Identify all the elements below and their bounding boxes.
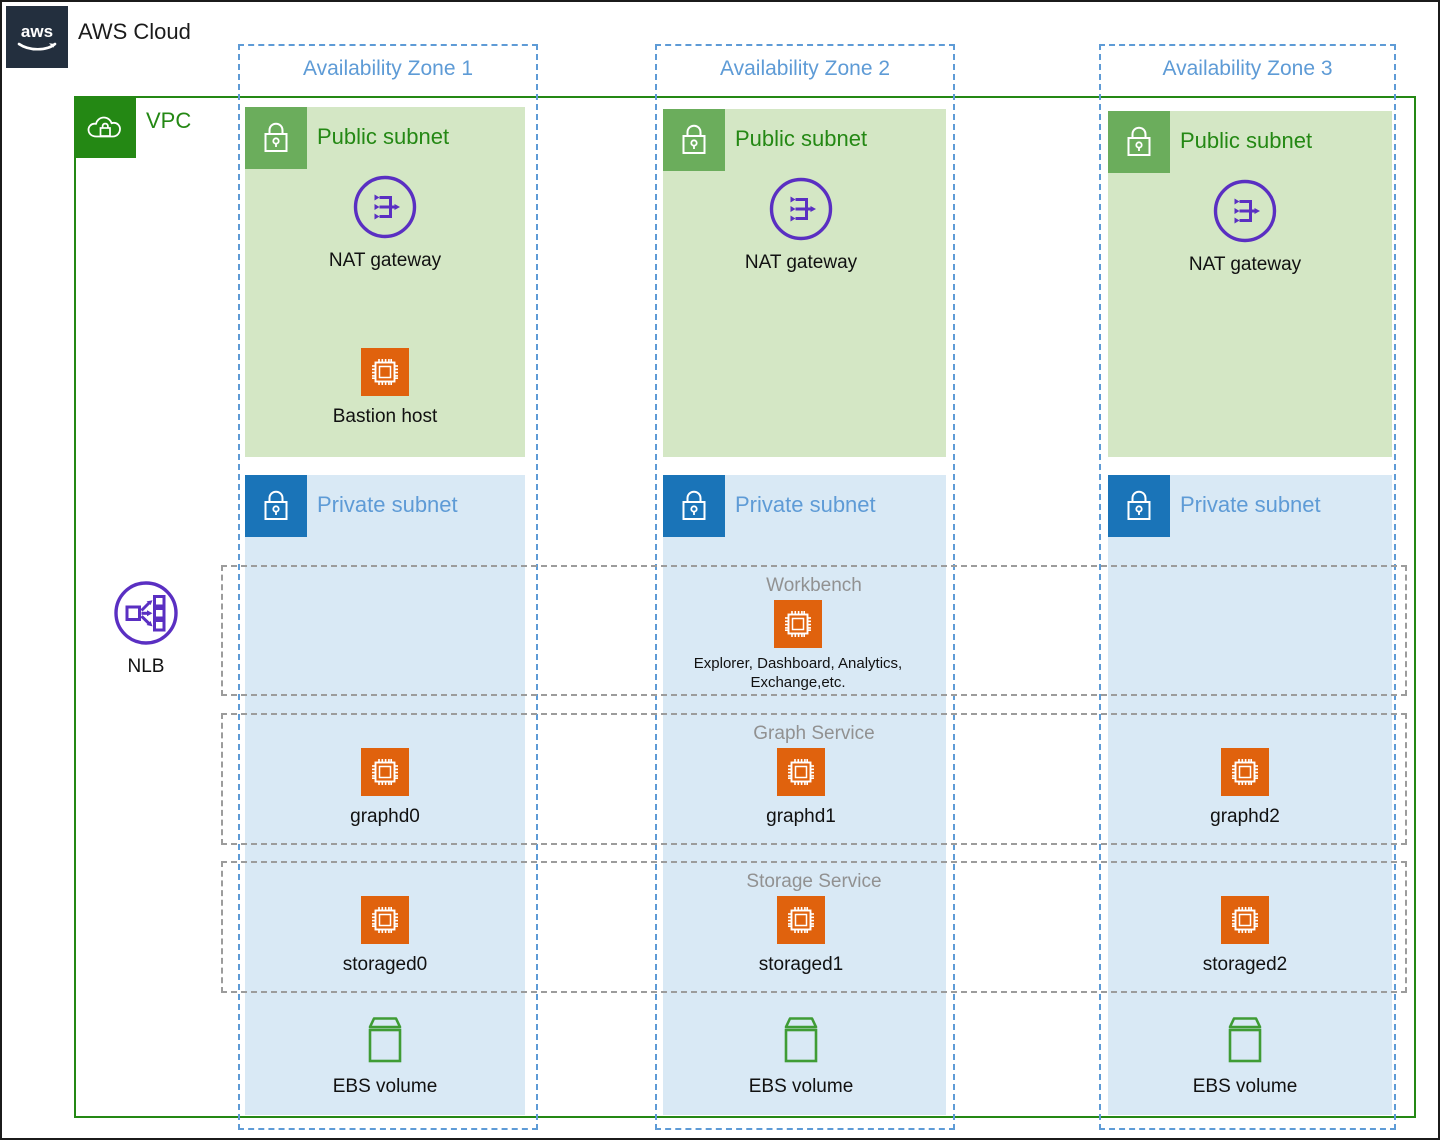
private-subnet-az1-label: Private subnet [317, 492, 458, 517]
public-subnet-lock-icon [663, 109, 725, 171]
storaged0-label: storaged0 [342, 954, 428, 975]
ec2-instance-icon [361, 748, 409, 796]
service-group-workbench: Workbench [221, 565, 1407, 696]
public-subnet-lock-icon [245, 107, 307, 169]
public-subnet-az1: Public subnet [245, 107, 525, 457]
availability-zone-1-label: Availability Zone 1 [302, 57, 474, 80]
graphd1-label: graphd1 [766, 806, 836, 827]
workbench-node[interactable]: Explorer, Dashboard, Analytics, Exchange… [674, 600, 922, 693]
ebs-volume-icon [1221, 1014, 1269, 1066]
nat-gateway-az3-node[interactable]: NAT gateway [1172, 178, 1318, 276]
nlb-node[interactable]: NLB [96, 580, 196, 678]
nat-gateway-az2-node[interactable]: NAT gateway [728, 176, 874, 274]
vpc-label: VPC [146, 108, 192, 133]
service-group-storage-service-label: Storage Service [746, 871, 882, 892]
storaged1-label: storaged1 [758, 954, 844, 975]
bastion-host-node[interactable]: Bastion host [312, 348, 458, 428]
availability-zone-2-boundary [655, 44, 955, 1130]
service-group-graph-service: Graph Service [221, 713, 1407, 845]
bastion-host-label: Bastion host [332, 406, 438, 427]
ebs-volume-az1-node[interactable]: EBS volume [312, 1014, 458, 1098]
ec2-instance-icon [777, 748, 825, 796]
nlb-label: NLB [127, 656, 165, 677]
storaged2-label: storaged2 [1202, 954, 1288, 975]
private-subnet-az2-label: Private subnet [735, 492, 876, 517]
graphd0-node[interactable]: graphd0 [312, 748, 458, 828]
service-group-graph-service-label: Graph Service [753, 723, 875, 744]
storaged0-node[interactable]: storaged0 [312, 896, 458, 976]
service-group-workbench-label: Workbench [766, 575, 862, 596]
nat-gateway-az3-label: NAT gateway [1188, 254, 1302, 275]
ec2-instance-icon [1221, 748, 1269, 796]
nlb-icon [113, 580, 179, 646]
aws-cloud-label: AWS Cloud [78, 19, 191, 44]
ebs-volume-az3-label: EBS volume [1192, 1076, 1298, 1097]
ebs-volume-icon [361, 1014, 409, 1066]
ebs-volume-az2-node[interactable]: EBS volume [728, 1014, 874, 1098]
private-subnet-lock-icon [245, 475, 307, 537]
public-subnet-lock-icon [1108, 111, 1170, 173]
graphd1-node[interactable]: graphd1 [728, 748, 874, 828]
ec2-instance-icon [774, 600, 822, 648]
public-subnet-az1-label: Public subnet [317, 124, 450, 149]
storaged1-node[interactable]: storaged1 [728, 896, 874, 976]
svg-text:aws: aws [21, 22, 53, 41]
public-subnet-az2-label: Public subnet [735, 126, 868, 151]
vpc-boundary [74, 96, 1416, 1118]
nat-gateway-az2-label: NAT gateway [744, 252, 858, 273]
ebs-volume-icon [777, 1014, 825, 1066]
nat-gateway-az1-label: NAT gateway [328, 250, 442, 271]
service-group-storage-service: Storage Service [221, 861, 1407, 993]
nat-gateway-icon [352, 174, 418, 240]
graphd2-label: graphd2 [1210, 806, 1280, 827]
storaged2-node[interactable]: storaged2 [1172, 896, 1318, 976]
ebs-volume-az3-node[interactable]: EBS volume [1172, 1014, 1318, 1098]
nat-gateway-icon [768, 176, 834, 242]
nat-gateway-icon [1212, 178, 1278, 244]
public-subnet-az2: Public subnet [663, 109, 946, 457]
workbench-node-label: Explorer, Dashboard, Analytics, Exchange… [693, 655, 903, 691]
private-subnet-lock-icon [1108, 475, 1170, 537]
private-subnet-az3-label: Private subnet [1180, 492, 1321, 517]
ebs-volume-az2-label: EBS volume [748, 1076, 854, 1097]
ebs-volume-az1-label: EBS volume [332, 1076, 438, 1097]
nat-gateway-az1-node[interactable]: NAT gateway [312, 174, 458, 272]
public-subnet-az3-label: Public subnet [1180, 128, 1313, 153]
availability-zone-3-label: Availability Zone 3 [1162, 57, 1333, 80]
ec2-instance-icon [1221, 896, 1269, 944]
vpc-icon [76, 98, 136, 158]
private-subnet-lock-icon [663, 475, 725, 537]
aws-logo-icon: aws [6, 6, 68, 68]
ec2-instance-icon [361, 348, 409, 396]
ec2-instance-icon [777, 896, 825, 944]
availability-zone-2-label: Availability Zone 2 [719, 57, 891, 80]
availability-zone-3-boundary [1099, 44, 1396, 1130]
ec2-instance-icon [361, 896, 409, 944]
availability-zone-1-boundary [238, 44, 538, 1130]
public-subnet-az3: Public subnet [1108, 111, 1392, 457]
graphd0-label: graphd0 [350, 806, 420, 827]
graphd2-node[interactable]: graphd2 [1172, 748, 1318, 828]
